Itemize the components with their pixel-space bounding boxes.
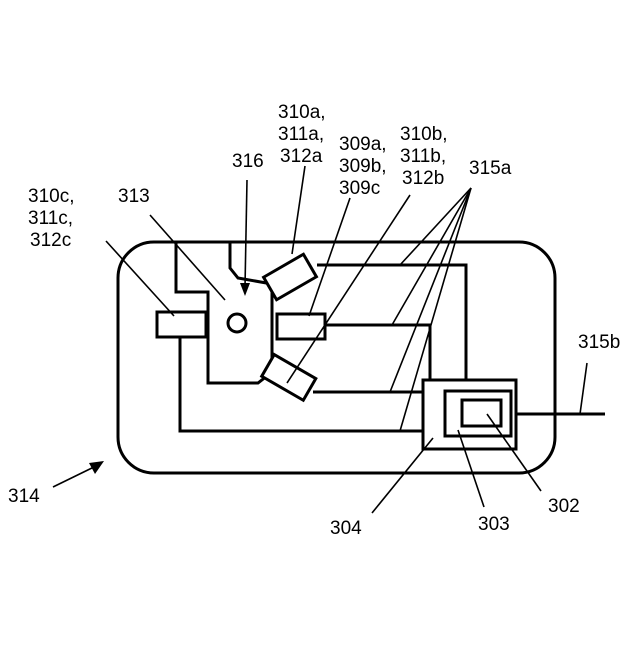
label-310b: 310b,	[400, 124, 448, 145]
label-313: 313	[118, 186, 150, 207]
label-302: 302	[548, 496, 580, 517]
component-310b	[262, 355, 316, 401]
component-310a	[264, 254, 317, 300]
label-316: 316	[232, 151, 264, 172]
label-310a-line1: 310a,	[278, 102, 326, 123]
label-311b: 311b,	[400, 146, 446, 167]
label-311c: 311c,	[28, 208, 73, 229]
label-304: 304	[330, 518, 362, 539]
label-312b: 312b	[402, 168, 444, 189]
hole-313	[228, 314, 246, 332]
label-311a: 311a,	[278, 124, 324, 145]
label-312c: 312c	[30, 230, 71, 251]
label-309a: 309a,	[339, 134, 387, 155]
label-309c: 309c	[339, 178, 380, 199]
label-303: 303	[478, 514, 510, 535]
label-314: 314	[8, 486, 40, 507]
label-312a: 312a	[280, 146, 323, 167]
label-310c: 310c,	[28, 186, 74, 207]
label-315a: 315a	[469, 158, 512, 179]
unit-302	[462, 400, 501, 426]
component-310c	[157, 312, 206, 337]
label-309b: 309b,	[339, 156, 387, 177]
arrow-314	[53, 461, 104, 487]
label-315b: 315b	[578, 332, 620, 353]
leader-lines	[106, 166, 587, 513]
